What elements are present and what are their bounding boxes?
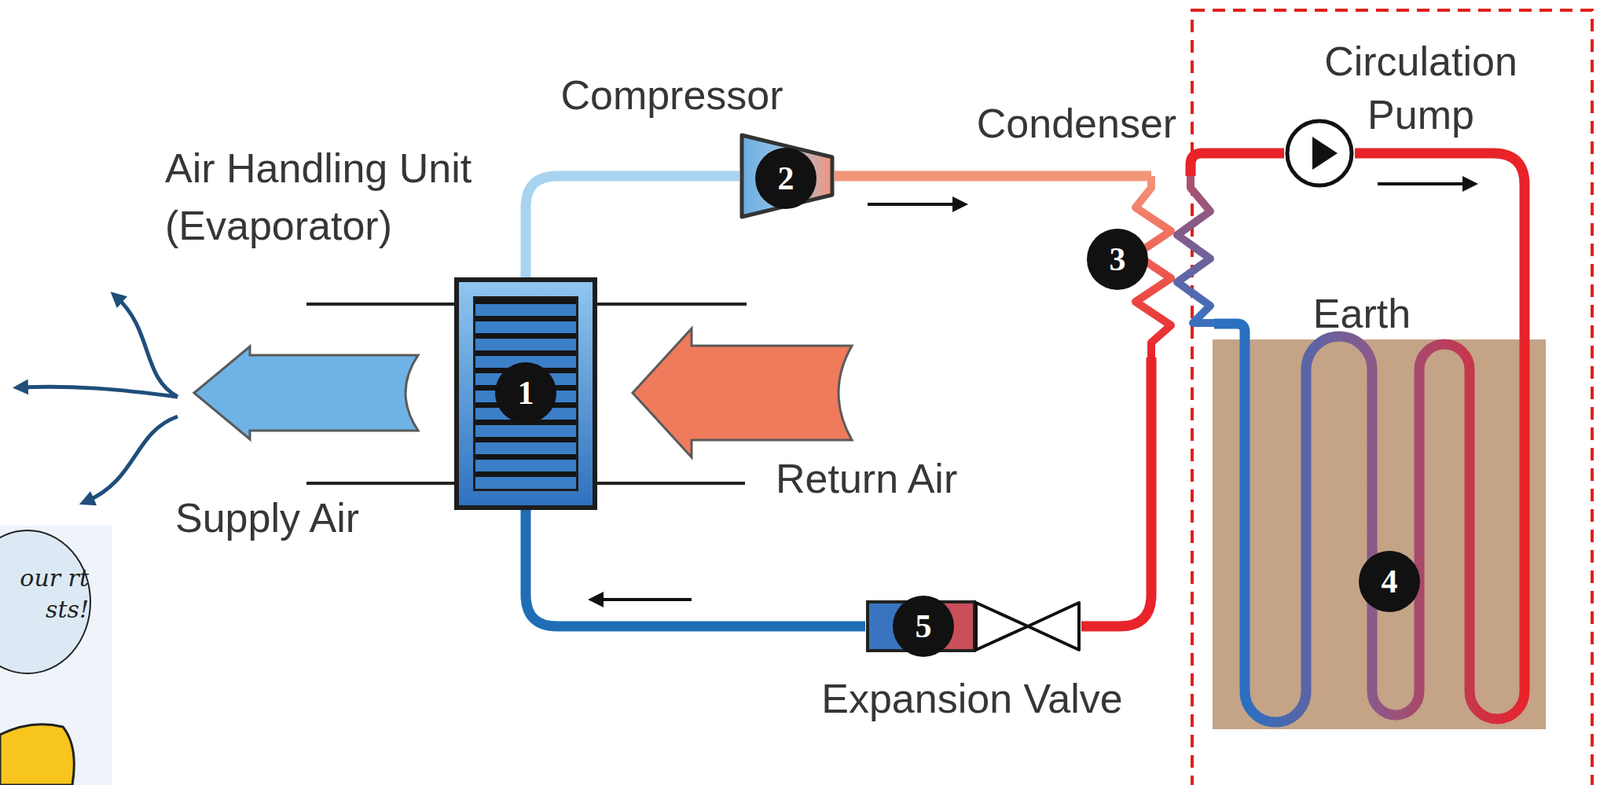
cartoon-figure	[0, 724, 74, 785]
callout-number: 5	[892, 595, 955, 657]
earth-loop: Earth4	[1212, 339, 1546, 730]
evaporator-unit: Air Handling Unit (Evaporator)1	[454, 277, 598, 511]
refrigerant-pipe	[525, 176, 740, 278]
supply-air-arrow	[194, 346, 419, 440]
air-label: Return Air	[775, 454, 1090, 503]
refrigerant-pipe	[834, 171, 1152, 182]
component-label: Expansion Valve	[775, 674, 1169, 723]
component-label: Air Handling Unit (Evaporator)	[165, 139, 496, 255]
callout-number: 3	[1086, 228, 1149, 290]
callout-number: 1	[495, 362, 557, 424]
refrigerant-pipe	[1190, 153, 1285, 177]
circulation-pump: Circulation Pump	[1284, 117, 1355, 189]
callout-number: 4	[1358, 550, 1421, 613]
ground-loop-region	[1192, 10, 1593, 785]
diffusion-arrows	[20, 297, 178, 502]
component-label: Earth	[1204, 289, 1520, 338]
component-label: Compressor	[514, 70, 830, 120]
component-label: Condenser	[919, 99, 1234, 148]
refrigerant-pipe	[1214, 323, 1245, 340]
pump-symbol	[1284, 117, 1355, 189]
refrigerant-pipe	[525, 510, 866, 627]
air-label: Supply Air	[175, 493, 490, 543]
compressor: Compressor2	[739, 132, 835, 220]
speech-bubble	[0, 530, 91, 674]
speech-text: our rt sts!	[19, 562, 89, 626]
condenser: Condenser3	[1131, 176, 1215, 358]
expansion-valve: Expansion Valve5	[865, 599, 1082, 654]
earth-ground	[1212, 339, 1546, 730]
ground-loop-pipe	[1244, 336, 1525, 723]
refrigerant-pipe	[1081, 357, 1152, 627]
return-air-arrow	[632, 328, 852, 458]
component-label: Circulation Pump	[1302, 34, 1539, 142]
callout-number: 2	[755, 147, 817, 210]
